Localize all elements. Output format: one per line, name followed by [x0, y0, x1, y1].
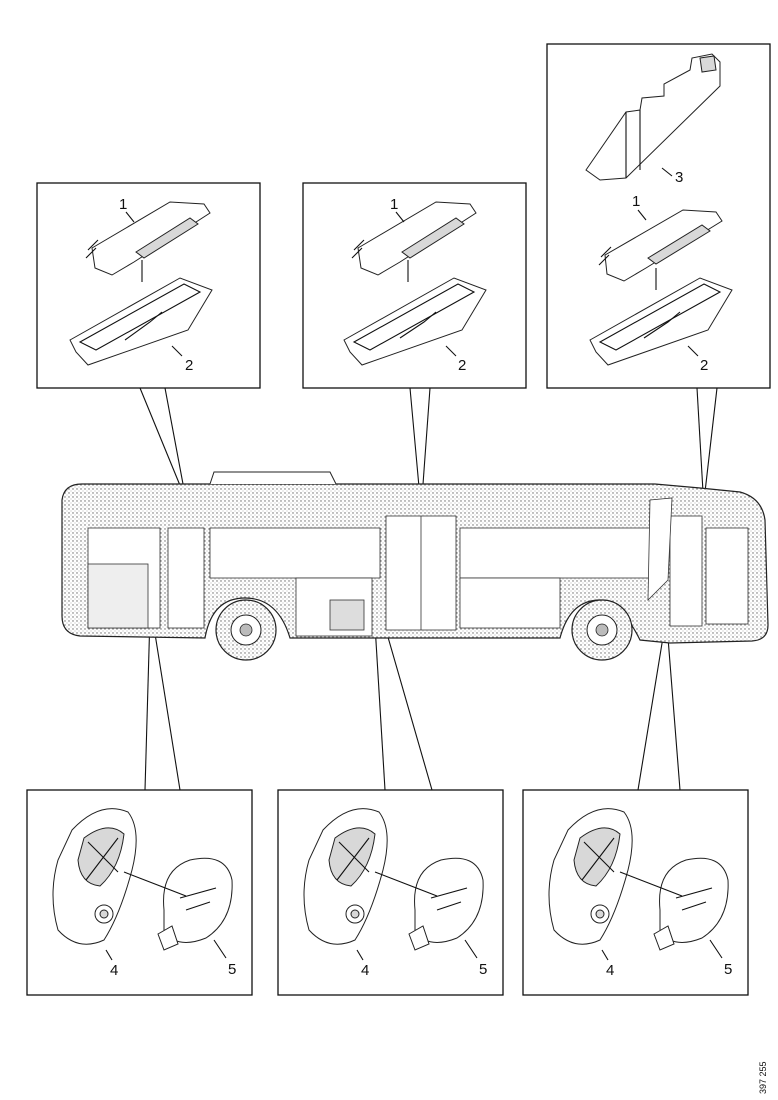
lens-cover-part-5	[408, 857, 484, 951]
lamp-base-part-4	[52, 808, 137, 945]
document-number: 397 255	[758, 1061, 768, 1094]
callout-4: 4	[361, 962, 369, 979]
front-wheel	[215, 599, 277, 661]
upper-panel-1: 1 2	[36, 182, 261, 389]
upper-panel-3: 3 1 2	[546, 43, 771, 389]
rear-wheel	[571, 599, 633, 661]
callout-4: 4	[110, 962, 118, 979]
callout-1: 1	[119, 196, 127, 213]
callout-4: 4	[606, 962, 614, 979]
upper-panel-2: 1 2	[302, 182, 527, 389]
lower-panel-1: 4 5	[26, 789, 253, 996]
bus-side-view	[61, 471, 769, 661]
callout-5: 5	[479, 961, 487, 978]
bracket-part-3	[585, 53, 721, 181]
lamp-base-part-4	[548, 808, 633, 945]
callout-1: 1	[632, 193, 640, 210]
callout-2: 2	[700, 357, 708, 374]
lens-cover-part-5	[157, 857, 233, 951]
lamp-base-part-4	[303, 808, 388, 945]
callout-1: 1	[390, 196, 398, 213]
lens-cover-part-5	[653, 857, 729, 951]
callout-2: 2	[185, 357, 193, 374]
lamp-unit-part-1	[598, 209, 723, 290]
callout-5: 5	[228, 961, 236, 978]
callout-3: 3	[675, 169, 683, 186]
lamp-unit-part-1	[85, 201, 211, 282]
lower-panel-2: 4 5	[277, 789, 504, 996]
leader-lines	[139, 387, 718, 791]
callout-2: 2	[458, 357, 466, 374]
lamp-housing-part-2	[343, 277, 487, 366]
lower-panel-3: 4 5	[522, 789, 749, 996]
lamp-housing-part-2	[589, 277, 733, 366]
lamp-unit-part-1	[351, 201, 477, 282]
callout-5: 5	[724, 961, 732, 978]
lamp-housing-part-2	[69, 277, 213, 366]
